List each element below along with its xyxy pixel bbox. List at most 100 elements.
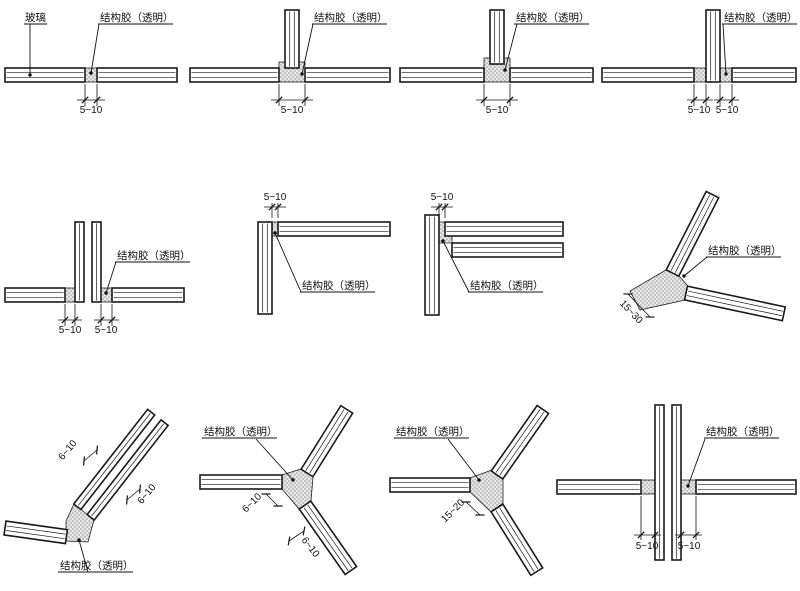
sealant-label: 结构胶（透明） [58, 538, 134, 573]
glass-panel [257, 221, 273, 315]
leader-line [447, 438, 480, 481]
dimension-text: 5~10 [431, 192, 454, 203]
sealant-label: 结构胶（透明） [394, 425, 481, 482]
glass-panel [299, 404, 354, 478]
glass-panel [509, 67, 594, 83]
leader-line [442, 240, 470, 293]
sealant-label-text: 结构胶（透明） [516, 11, 590, 24]
leader-line [105, 261, 117, 294]
detail-corner-joint: 5~10 结构胶（透明） [257, 192, 391, 315]
dimension: 5~10 [687, 84, 713, 116]
sealant-label-text: 结构胶（透明） [302, 279, 376, 292]
glass-panel [199, 474, 283, 490]
dimension-text: 6~10 [240, 491, 264, 515]
dimension: 5~10 [77, 84, 105, 116]
dimension-text: 5~10 [281, 105, 304, 116]
glass-panel [601, 67, 695, 83]
dimension: 5~10 [431, 192, 454, 218]
sealant-area [693, 67, 707, 83]
detail-corner-joint-stepped: 5~10 结构胶（透明） [424, 192, 564, 316]
sealant-label: 结构胶（透明） [722, 11, 798, 76]
dimension-text: 5~10 [636, 541, 659, 552]
dimension-text: 5~10 [688, 105, 711, 116]
glass-panel [4, 67, 86, 83]
sealant-label: 结构胶（透明） [273, 231, 376, 293]
sealant-label: 结构胶（透明） [104, 249, 191, 295]
leader-line [504, 23, 518, 71]
detail-y-branch-joint: 结构胶（透明） 6~10 6~10 [199, 404, 358, 576]
sealant-label: 结构胶（透明） [300, 11, 388, 76]
detail-t-joint-wide-seal: 结构胶（透明） 5~10 [399, 9, 594, 116]
sealant-label-text: 结构胶（透明） [117, 249, 191, 262]
dimension-text: 5~10 [264, 192, 287, 203]
dimension-text: 5~10 [95, 325, 118, 336]
glass-panel [489, 9, 505, 65]
glass-panel [731, 67, 797, 83]
sealant-label-text: 结构胶（透明） [396, 425, 470, 438]
sealant-label-text: 结构胶（透明） [60, 559, 134, 572]
sealant-label: 结构胶（透明） [89, 11, 174, 75]
detail-acute-angle-joint: 6~10 6~10 结构胶（透明） [3, 408, 170, 573]
glass-panel [298, 499, 358, 576]
leader-line [722, 23, 727, 75]
leader-line [683, 256, 708, 277]
dimension: 5~10 [58, 304, 82, 336]
glass-panel [695, 479, 797, 495]
dimension-text: 15~20 [439, 497, 467, 525]
sealant-label: 结构胶（透明） [202, 425, 295, 482]
glass-panel [304, 67, 391, 83]
sealant-area [640, 479, 656, 495]
detail-t-joint-through-panel: 结构胶（透明） 5~10 5~10 [601, 9, 798, 116]
sealant-label-text: 结构胶（透明） [708, 244, 782, 257]
sealant-area [64, 287, 76, 303]
glass-label-text: 玻璃 [25, 11, 46, 24]
glass-panel [424, 214, 440, 316]
glass-panel [277, 221, 391, 237]
glass-panel [451, 242, 564, 258]
dimension: 15~20 [439, 497, 485, 525]
dimension: 5~10 [634, 496, 661, 552]
sealant-label: 结构胶（透明） [682, 244, 782, 278]
sealant-label-text: 结构胶（透明） [470, 279, 544, 292]
leader-line [90, 23, 100, 74]
dimension: 5~10 [675, 496, 702, 552]
glass-panel [556, 479, 642, 495]
glass-panel [399, 67, 485, 83]
dimension-text: 5~10 [716, 105, 739, 116]
dimension-text: 5~10 [80, 105, 103, 116]
glass-panel [111, 287, 185, 303]
leader-line [274, 232, 302, 293]
glass-panel [72, 408, 170, 522]
leader-line [255, 438, 294, 481]
dimension: 6~10 [57, 438, 98, 466]
dimension: 5~10 [714, 84, 739, 116]
leader-line [687, 438, 706, 487]
dimension-text: 5~10 [59, 325, 82, 336]
glass-panel [489, 503, 544, 577]
detail-cross-joint-double-glazing: 结构胶（透明） 5~10 5~10 [556, 404, 797, 561]
glass-panel [665, 190, 720, 278]
leader-line [301, 23, 314, 75]
glass-panel [654, 404, 682, 561]
dimension-text: 6~10 [299, 535, 322, 560]
detail-flat-butt-joint: 玻璃 结构胶（透明） 5~10 [4, 11, 178, 116]
glass-panel [189, 67, 280, 83]
detail-obtuse-angle-joint: 结构胶（透明） 15~30 [617, 190, 787, 326]
detail-t-joint: 结构胶（透明） 5~10 [189, 9, 391, 116]
sealant-area [84, 67, 98, 83]
sealant-label-text: 结构胶（透明） [706, 425, 780, 438]
dimension: 5~10 [94, 304, 119, 336]
glass-panel [74, 221, 102, 303]
dimension-text: 6~10 [57, 438, 80, 463]
dimension-text: 5~10 [678, 541, 701, 552]
glass-panel [683, 285, 787, 322]
detail-y-branch-joint-wide: 结构胶（透明） 15~20 [389, 404, 550, 577]
sealant-label: 结构胶（透明） [441, 239, 544, 293]
glass-panel [444, 221, 564, 237]
sealant-label: 结构胶（透明） [503, 11, 590, 72]
detail-t-joint-double-glazing: 结构胶（透明） 5~10 5~10 [4, 221, 191, 336]
sealant-label-text: 结构胶（透明） [100, 11, 174, 24]
glass-panel [490, 404, 550, 481]
dimension: 5~10 [271, 84, 313, 116]
